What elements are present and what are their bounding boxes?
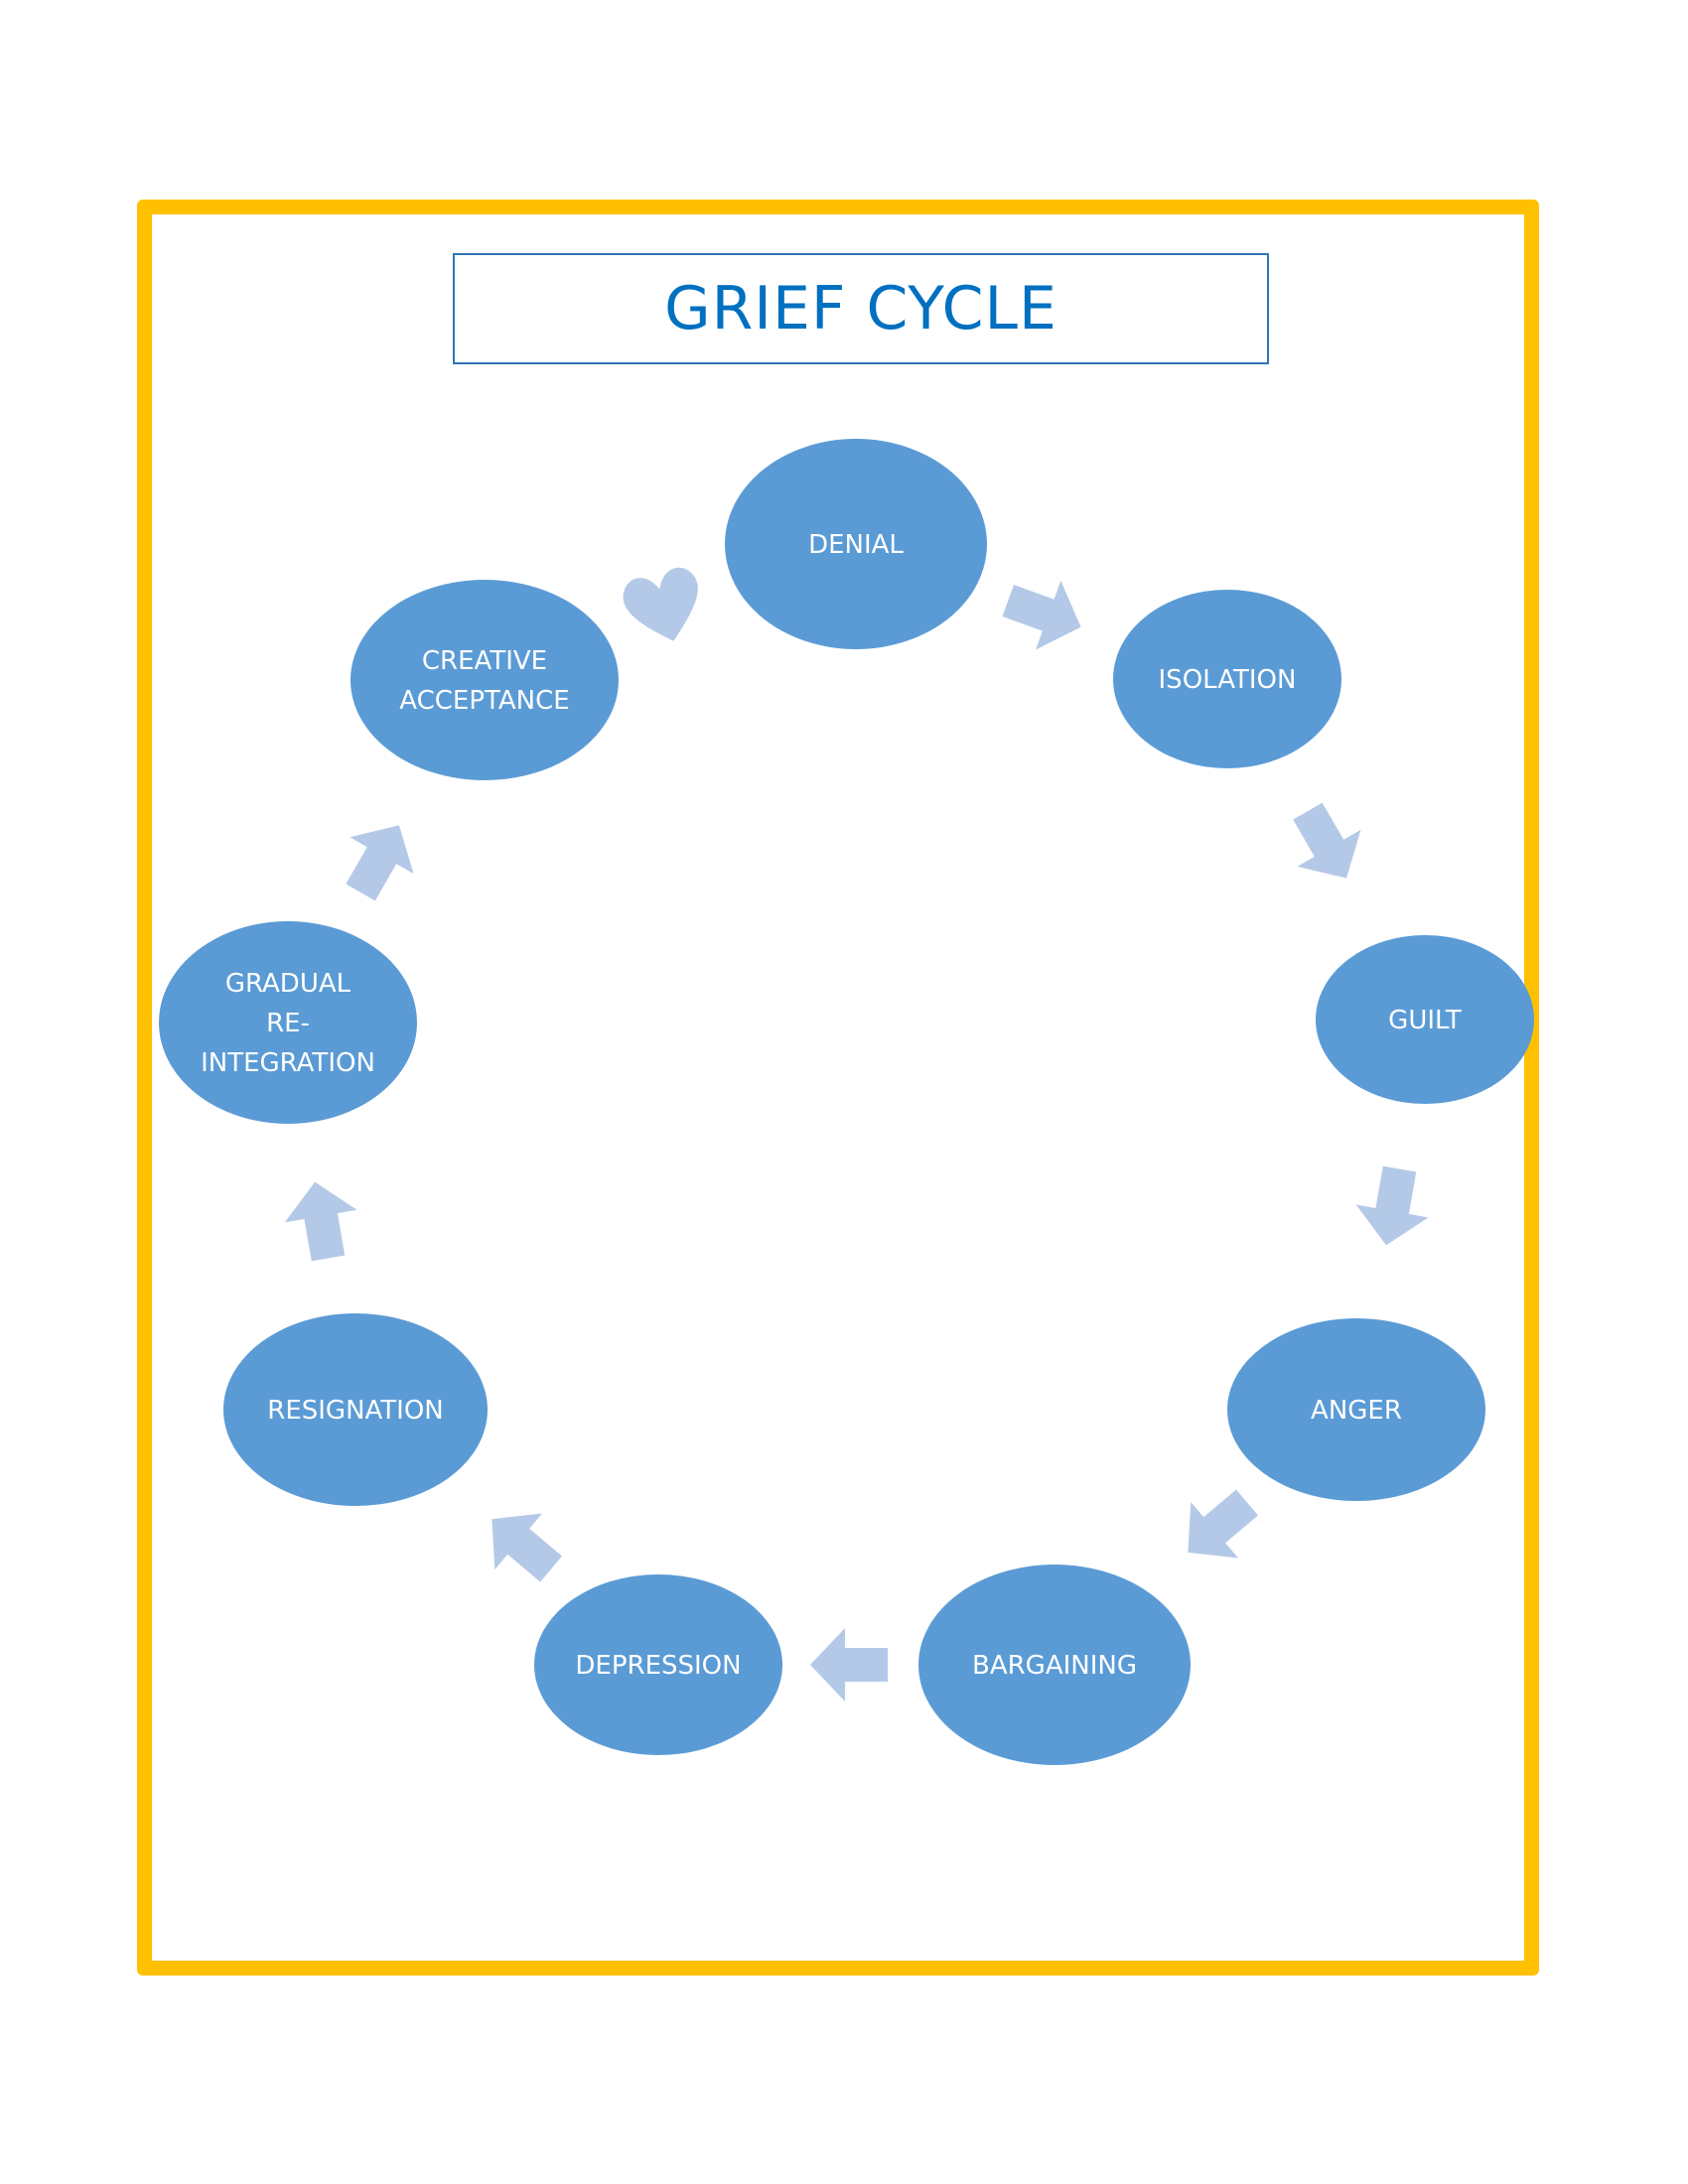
stage-label: GUILT xyxy=(1388,1006,1462,1035)
stage-label: ANGER xyxy=(1311,1396,1402,1426)
stage-guilt: GUILT xyxy=(1316,935,1534,1104)
stage-ellipse xyxy=(1316,935,1534,1104)
diagram-title: GRIEF CYCLE xyxy=(453,253,1269,364)
stage-ellipse xyxy=(159,921,417,1124)
stage-ellipse xyxy=(918,1565,1191,1765)
stage-anger: ANGER xyxy=(1227,1318,1485,1501)
arrow-icon xyxy=(1002,580,1081,650)
arrow-icon xyxy=(810,1628,888,1702)
arrow-icon xyxy=(284,1181,357,1262)
arrow-icon xyxy=(1355,1165,1429,1246)
stage-ellipse xyxy=(1113,590,1341,768)
stage-label: BARGAINING xyxy=(972,1651,1137,1681)
page-border-frame xyxy=(137,200,1539,1976)
stage-label: DEPRESSION xyxy=(575,1651,741,1681)
stage-bargaining: BARGAINING xyxy=(918,1565,1191,1765)
stage-ellipse xyxy=(1227,1318,1485,1501)
stage-gradual-re-integration: GRADUAL RE- INTEGRATION xyxy=(159,921,417,1124)
stage-isolation: ISOLATION xyxy=(1113,590,1341,768)
stage-label: DENIAL xyxy=(808,530,904,560)
stages-layer: DENIAL ISOLATION GUILT ANGER BARGAINING DEPRE… xyxy=(159,439,1534,1765)
stage-label: CREATIVE xyxy=(422,646,547,676)
stage-resignation: RESIGNATION xyxy=(223,1313,488,1506)
arrow-icon xyxy=(1293,802,1361,879)
stage-depression: DEPRESSION xyxy=(534,1574,782,1755)
stage-label: RE- xyxy=(266,1009,310,1038)
stage-ellipse xyxy=(223,1313,488,1506)
arrow-icon xyxy=(1188,1489,1258,1559)
stage-label: GRADUAL xyxy=(225,969,352,999)
arrow-icon xyxy=(492,1513,563,1582)
stage-label: RESIGNATION xyxy=(267,1396,444,1426)
stage-label: ISOLATION xyxy=(1159,665,1297,695)
stage-ellipse xyxy=(351,580,619,780)
stage-ellipse xyxy=(725,439,987,649)
stage-label: ACCEPTANCE xyxy=(399,686,569,716)
connectors-layer xyxy=(284,567,1429,1702)
stage-ellipse xyxy=(534,1574,782,1755)
arrow-icon xyxy=(346,825,414,901)
stage-creative-acceptance: CREATIVE ACCEPTANCE xyxy=(351,580,619,780)
heart-icon xyxy=(623,567,698,641)
stage-denial: DENIAL xyxy=(725,439,987,649)
stage-label: INTEGRATION xyxy=(201,1048,375,1078)
